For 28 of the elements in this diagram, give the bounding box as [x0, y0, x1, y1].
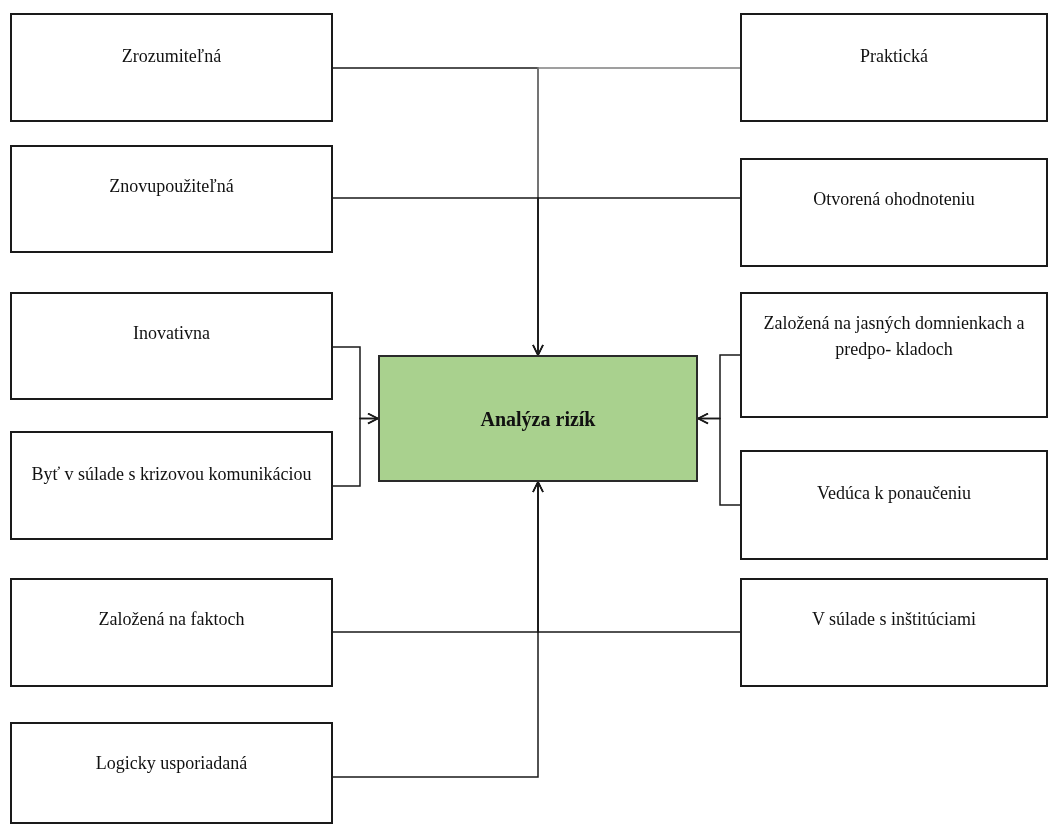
- criterion-text: Znovupoužiteľná: [109, 175, 234, 198]
- central-title: Analýza rizík: [480, 406, 596, 433]
- criterion-box: [10, 145, 333, 253]
- criterion-box: [740, 578, 1048, 687]
- criterion-box: [740, 292, 1048, 418]
- connector-arrow: [532, 197, 741, 356]
- criterion-box: [10, 13, 333, 122]
- criterion-box: [740, 158, 1048, 267]
- criterion-text: V súlade s inštitúciami: [811, 608, 977, 631]
- connector-arrow: [697, 412, 741, 506]
- central-box: [378, 355, 698, 482]
- criterion-box: [10, 292, 333, 400]
- criterion-text: Vedúca k ponaučeniu: [817, 482, 971, 505]
- connector-arrow: [332, 412, 379, 487]
- criterion-box: [740, 450, 1048, 560]
- criterion-box: [10, 578, 333, 687]
- criterion-text: Založená na faktoch: [98, 608, 245, 631]
- criterion-text: Založená na jasných domnienkach a predpo- kladoch: [762, 312, 1026, 361]
- criterion-box: [10, 722, 333, 824]
- criterion-text: Inovativna: [133, 322, 210, 345]
- criterion-text: Logicky usporiadaná: [95, 752, 248, 775]
- criterion-text: Praktická: [860, 45, 928, 68]
- criterion-box: [10, 431, 333, 540]
- connector-arrow: [332, 481, 544, 778]
- criterion-text: Byť v súlade s krizovou komunikáciou: [31, 463, 312, 486]
- criterion-box: [740, 13, 1048, 122]
- criterion-text: Otvorená ohodnoteniu: [813, 188, 975, 211]
- criterion-text: Zrozumiteľná: [121, 45, 222, 68]
